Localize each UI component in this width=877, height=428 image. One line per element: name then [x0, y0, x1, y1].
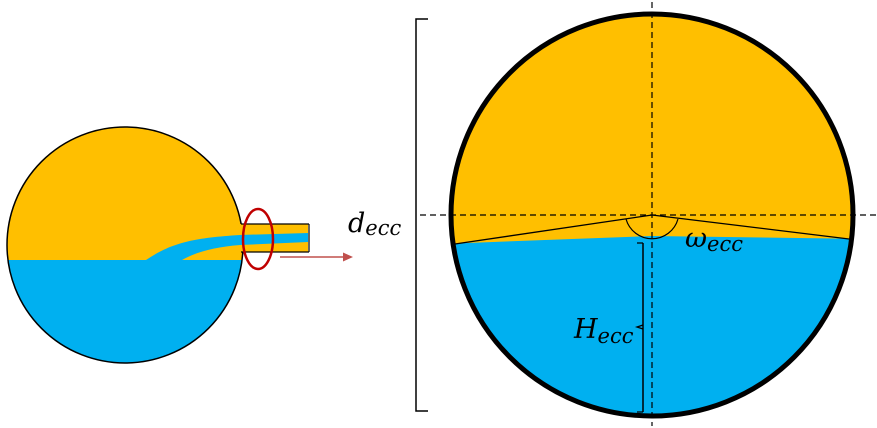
branch-liquid-film: [146, 233, 308, 260]
angle-label: ωecc: [685, 223, 743, 256]
height-subscript: ecc: [598, 324, 634, 348]
detail-pipe-wall: [448, 11, 856, 419]
diameter-subscript: ecc: [365, 216, 401, 240]
diameter-bracket: [415, 18, 428, 412]
overview-pipe: [6, 126, 310, 364]
angle-symbol: ω: [685, 223, 707, 254]
zoom-arrow: [280, 252, 353, 262]
angle-chord-right: [651, 214, 850, 240]
diameter-label: decc: [348, 208, 401, 240]
angle-subscript: ecc: [707, 232, 743, 256]
overview-pipe-fill: [7, 127, 243, 363]
height-label: Hecc: [573, 314, 634, 348]
angle-chord-left: [454, 214, 653, 245]
detail-pipe: [420, 2, 877, 426]
junction-highlight-ellipse: [241, 207, 275, 271]
diameter-symbol: d: [348, 208, 365, 239]
detail-liquid-phase: [451, 236, 853, 416]
height-symbol: H: [573, 314, 598, 345]
height-marker-bracket: [634, 242, 644, 413]
detail-pipe-fill: [451, 14, 853, 416]
angle-arc: [625, 218, 679, 240]
